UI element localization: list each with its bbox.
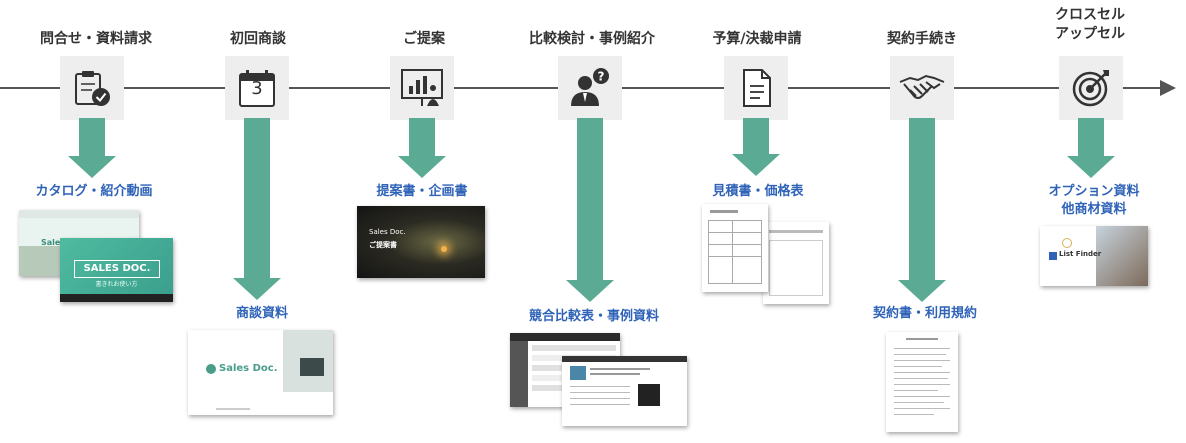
material-label-sales-doc: 商談資料 xyxy=(235,306,289,321)
arrow-comparison-shaft xyxy=(577,118,603,280)
handshake-icon xyxy=(899,74,945,99)
material-label-comparison: 競合比較表・事例資料 xyxy=(528,309,660,324)
document-icon xyxy=(743,69,771,107)
material-label-estimate: 見積書・価格表 xyxy=(712,184,804,199)
arrow-estimate-head xyxy=(732,154,780,176)
arrow-option-shaft xyxy=(1078,118,1104,156)
arrow-sales-doc-shaft xyxy=(244,118,270,278)
target-icon xyxy=(1072,70,1109,107)
stage-icon-box-contract xyxy=(890,56,954,120)
stage-icon-box-cross-sell xyxy=(1059,56,1123,120)
arrow-sales-doc-head xyxy=(233,278,281,300)
price-list-thumbnail xyxy=(763,222,829,304)
stage-label-comparison: 比較検討・事例紹介 xyxy=(529,31,655,47)
stage-label-budget: 予算/決裁申請 xyxy=(712,31,802,47)
sales-doc-thumbnail: Sales Doc. xyxy=(188,330,333,415)
clipboard-check-icon xyxy=(75,71,110,106)
presentation-icon xyxy=(401,69,443,106)
contract-thumbnail xyxy=(886,332,958,432)
arrow-catalog-head xyxy=(68,156,116,178)
timeline-arrow-head xyxy=(1160,80,1176,96)
calendar-day: 3 xyxy=(251,78,263,99)
arrow-proposal-head xyxy=(398,156,446,178)
material-label-proposal: 提案書・企画書 xyxy=(376,184,468,199)
stage-icon-box-inquiry xyxy=(60,56,124,120)
arrow-contract-head xyxy=(898,280,946,302)
stage-label-cross-sell: クロスセル アップセル xyxy=(1055,7,1125,42)
estimate-thumbnail xyxy=(702,204,768,292)
list-finder-logo: List Finder xyxy=(1059,250,1102,258)
stage-icon-box-proposal xyxy=(390,56,454,120)
proposal-title: ご提案書 xyxy=(369,241,397,249)
arrow-catalog-shaft xyxy=(79,118,105,156)
proposal-thumbnail: Sales Doc. ご提案書 xyxy=(357,206,485,278)
stage-label-inquiry: 問合せ・資料請求 xyxy=(40,31,152,47)
svg-text:?: ? xyxy=(598,70,605,84)
arrow-estimate-shaft xyxy=(743,118,769,154)
calendar-icon xyxy=(239,70,275,107)
arrow-contract-shaft xyxy=(909,118,935,280)
material-label-option: オプション資料 他商材資料 xyxy=(1048,184,1140,217)
catalog-front-subtitle: 書きれお使い方 xyxy=(95,281,138,288)
stage-label-first-meeting: 初回商談 xyxy=(230,31,286,47)
stage-icon-box-comparison: ? xyxy=(558,56,622,120)
catalog-front-thumbnail: SALES DOC. 書きれお使い方 xyxy=(60,238,173,302)
catalog-front-title: SALES DOC. xyxy=(74,260,160,278)
material-label-contract: 契約書・利用規約 xyxy=(872,306,978,321)
person-question-icon: ? xyxy=(571,68,609,106)
arrow-proposal-shaft xyxy=(409,118,435,156)
material-label-catalog: カタログ・紹介動画 xyxy=(35,184,153,199)
stage-icon-box-first-meeting: 3 xyxy=(225,56,289,120)
case-study-thumbnail xyxy=(562,356,687,426)
proposal-logo: Sales Doc. xyxy=(369,228,406,236)
option-thumbnail: List Finder xyxy=(1040,226,1148,286)
arrow-comparison-head xyxy=(566,280,614,302)
stage-label-proposal: ご提案 xyxy=(403,31,445,47)
stage-icon-box-budget xyxy=(724,56,788,120)
arrow-option-head xyxy=(1067,156,1115,178)
stage-label-contract: 契約手続き xyxy=(887,31,957,47)
sales-doc-logo: Sales Doc. xyxy=(219,363,278,374)
